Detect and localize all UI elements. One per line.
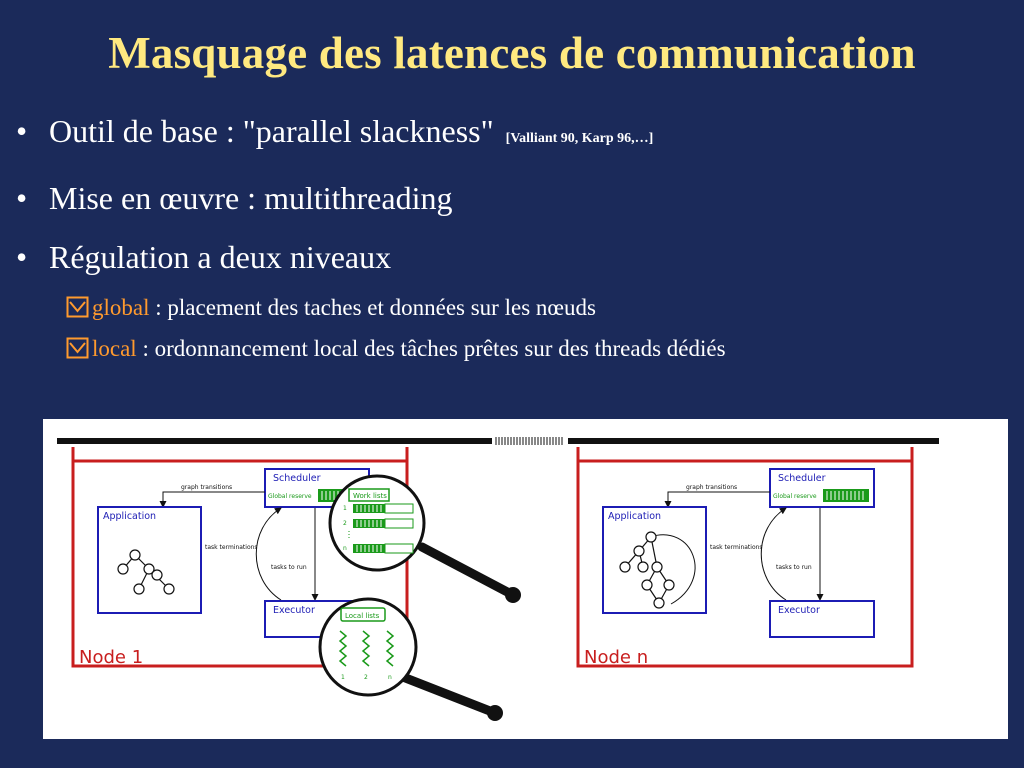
bullet-text: Mise en œuvre : multithreading: [49, 180, 453, 216]
task-terminations-label: task terminations: [205, 544, 258, 551]
architecture-diagram: Node 1 Scheduler Global reserve graph tr…: [43, 419, 1008, 739]
graph-transitions-label: graph transitions: [181, 484, 232, 491]
node-1: Node 1 Scheduler Global reserve graph tr…: [71, 447, 521, 721]
scheduler-label: Scheduler: [778, 473, 826, 484]
work-lists-label: Work lists: [353, 492, 387, 500]
node-1-frame: [71, 459, 409, 668]
executor-label: Executor: [273, 605, 315, 616]
bullet-regulation: • Régulation a deux niveaux: [16, 238, 391, 276]
node-n-frame: [576, 459, 914, 668]
task-tree-icon: [117, 549, 175, 595]
executor-box: [769, 600, 875, 638]
bullet-mise-en-oeuvre: • Mise en œuvre : multithreading: [16, 179, 452, 217]
sub-bullet-global: global : placement des taches et données…: [66, 294, 596, 322]
node-n: Node n Scheduler Global reserve graph tr…: [576, 447, 914, 668]
global-reserve-label: Global reserve: [268, 493, 312, 500]
task-to-run-label: tasks to run: [776, 564, 812, 571]
sub-bullet-text: : placement des taches et données sur le…: [149, 295, 596, 320]
local-list-id: 2: [364, 674, 368, 681]
task-tree-icon: [619, 531, 675, 609]
local-lists-label: Local lists: [345, 612, 380, 620]
bullet-dot: •: [16, 239, 28, 275]
bullet-text: Régulation a deux niveaux: [49, 239, 392, 275]
task-to-run-label: tasks to run: [271, 564, 307, 571]
node-n-label: Node n: [584, 647, 648, 668]
local-list-id: 1: [341, 674, 345, 681]
slide-title: Masquage des latences de communication: [108, 28, 916, 78]
task-terminations-label: task terminations: [710, 544, 763, 551]
diagram-canvas: Node 1 Scheduler Global reserve graph tr…: [57, 437, 939, 721]
work-list-id: 2: [343, 520, 347, 527]
work-list-id: n: [343, 545, 347, 552]
global-reserve-label: Global reserve: [773, 493, 817, 500]
checkbox-arrow-icon: [66, 296, 89, 318]
graph-transitions-label: graph transitions: [686, 484, 737, 491]
sub-bullet-text: : ordonnancement local des tâches prêtes…: [136, 336, 726, 361]
global-reserve-bar: [823, 489, 869, 502]
work-list-id: 1: [343, 505, 347, 512]
scheduler-label: Scheduler: [273, 473, 321, 484]
application-label: Application: [608, 511, 661, 522]
scheduler-box: [769, 468, 875, 508]
application-box: [602, 506, 707, 614]
citation-ref: [Valliant 90, Karp 96,…]: [505, 131, 654, 146]
sub-bullet-local: local : ordonnancement local des tâches …: [66, 335, 726, 363]
bullet-outil-de-base: • Outil de base : "parallel slackness" [V…: [16, 112, 653, 158]
application-box: [97, 506, 202, 614]
checkbox-arrow-icon: [66, 337, 89, 359]
magnifier-icon: Work lists 1 2 n: [328, 474, 521, 603]
application-label: Application: [103, 511, 156, 522]
bullet-dot: •: [16, 180, 28, 216]
sub-bullet-term: global: [92, 295, 150, 320]
executor-label: Executor: [778, 605, 820, 616]
network-bus: [57, 437, 939, 445]
magnifier-icon: Local lists 1 2 n: [318, 597, 503, 721]
bullet-text: Outil de base : "parallel slackness": [49, 113, 494, 149]
node-1-label: Node 1: [79, 647, 143, 668]
bullet-dot: •: [16, 113, 28, 149]
sub-bullet-term: local: [92, 336, 137, 361]
local-list-id: n: [388, 674, 392, 681]
